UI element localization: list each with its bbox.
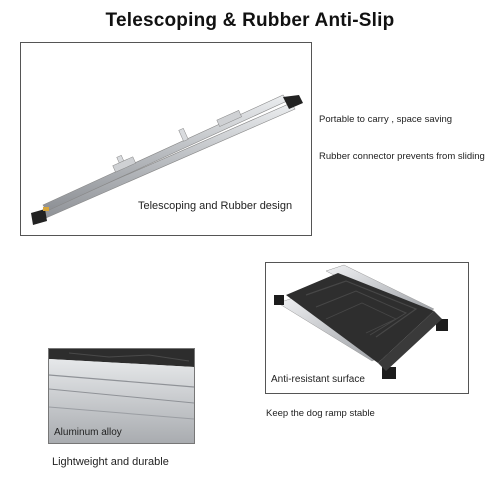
telescope-joint	[178, 127, 189, 142]
rubber-foot	[274, 295, 284, 305]
telescoping-ramp-panel: Telescoping and Rubber design	[20, 42, 312, 236]
aluminum-profile	[49, 359, 194, 443]
feature-connector: Rubber connector prevents from sliding	[319, 151, 485, 162]
feature-lightweight: Lightweight and durable	[52, 456, 169, 468]
rubber-deck-edge	[49, 349, 194, 367]
telescope-sleeve	[112, 156, 137, 173]
panel-top-caption: Telescoping and Rubber design	[138, 200, 293, 212]
feature-stable: Keep the dog ramp stable	[266, 408, 375, 419]
ramp-rail-upper	[42, 94, 288, 212]
rubber-foot	[436, 319, 448, 331]
accent-clip	[43, 207, 49, 211]
feature-portable: Portable to carry , space saving	[319, 114, 453, 125]
page-title: Telescoping & Rubber Anti-Slip	[105, 10, 395, 31]
aluminum-rail-illustration	[49, 349, 194, 443]
panel-left-caption: Aluminum alloy	[54, 427, 122, 438]
rubber-end-cap-top	[283, 95, 303, 109]
ramp-rubber-surface-illustration	[274, 264, 448, 379]
aluminum-alloy-panel: Aluminum alloy	[48, 348, 195, 444]
panel-right-caption: Anti-resistant surface	[271, 374, 365, 385]
rubber-surface-panel: Anti-resistant surface	[265, 262, 469, 394]
rubber-end-cap-bottom	[31, 209, 47, 225]
rubber-deck	[286, 273, 434, 363]
telescope-sleeve	[216, 110, 242, 127]
telescoping-ramp-illustration	[31, 94, 303, 225]
